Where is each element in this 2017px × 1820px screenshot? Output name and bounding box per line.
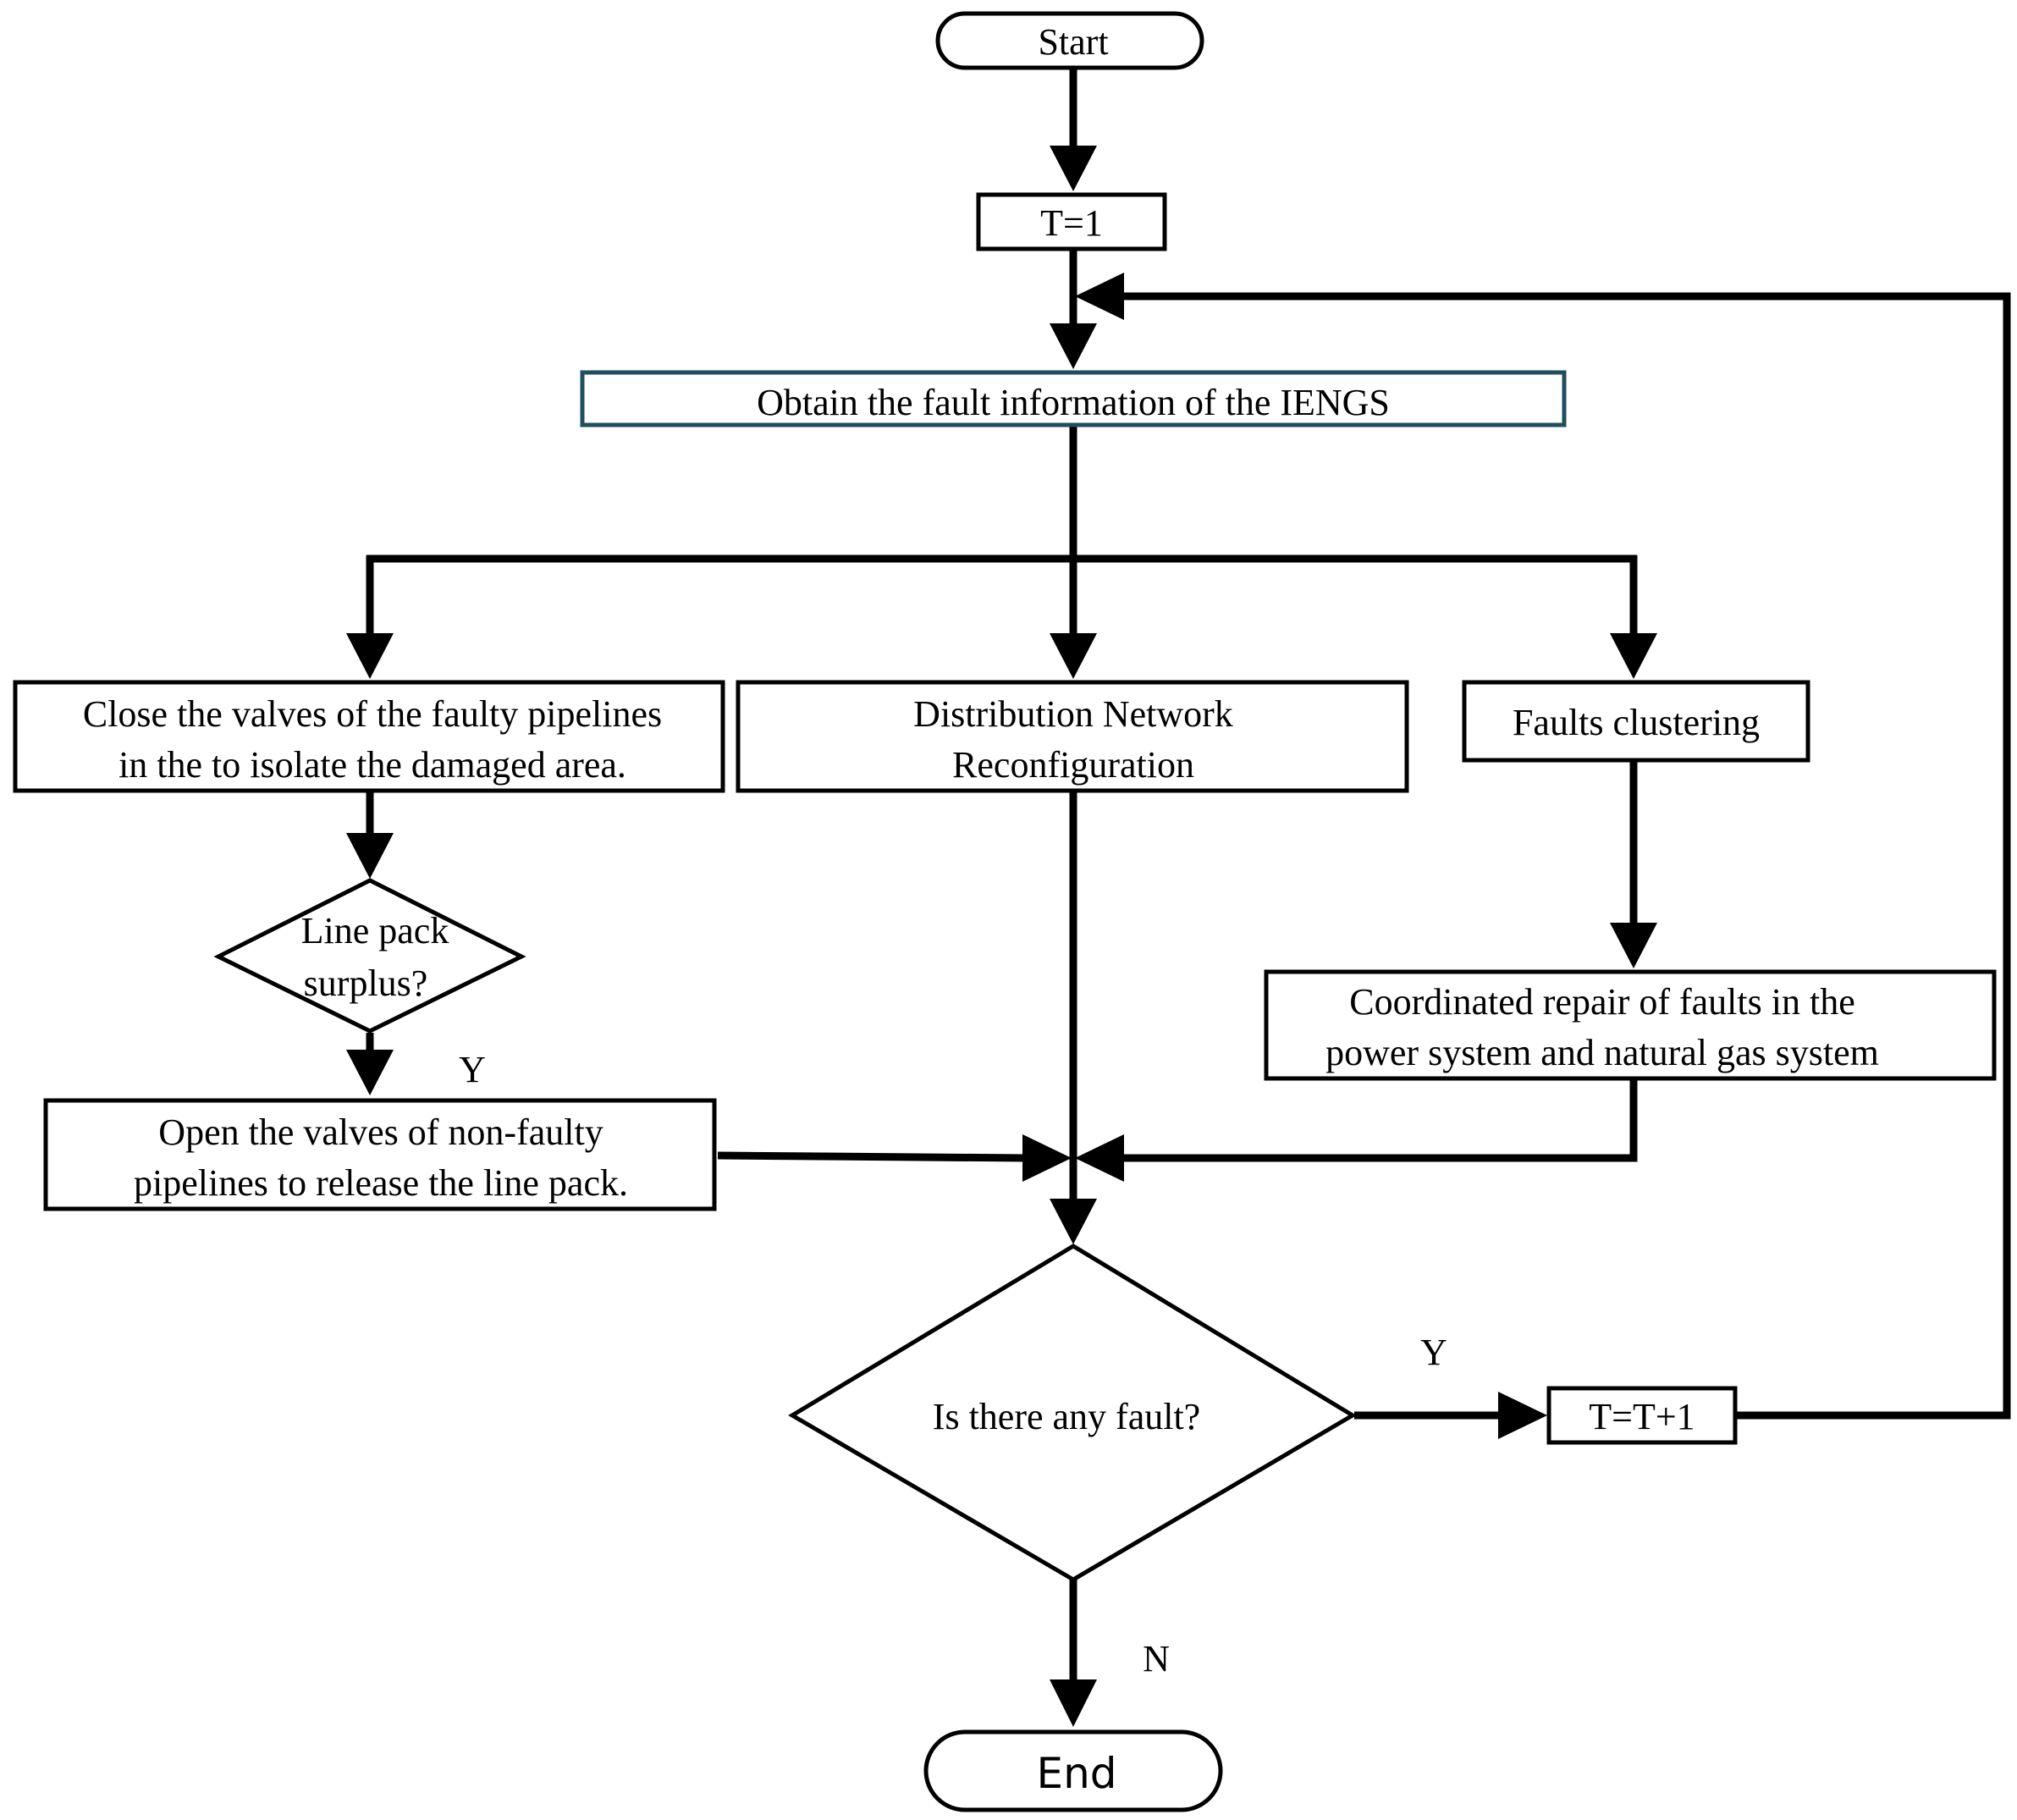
open-valves-line-2: pipelines to release the line pack.: [134, 1162, 628, 1204]
arrowhead-down: [1610, 633, 1657, 679]
open-valves-node: Open the valves of non-faulty pipelines …: [43, 1098, 717, 1211]
fault-decision-label: Is there any fault?: [933, 1396, 1200, 1437]
arrowhead-down: [346, 633, 394, 679]
coordinated-repair-node: Coordinated repair of faults in the powe…: [1264, 969, 1997, 1081]
arrowhead-down: [1610, 923, 1657, 968]
arrowheads: [346, 146, 1657, 1727]
arrowhead-down: [1050, 146, 1097, 191]
edge-open-to-merge: [717, 1151, 1027, 1162]
arrowhead-right: [1498, 1392, 1547, 1439]
t-init-label: T=1: [1040, 202, 1103, 244]
arrowhead-right: [1022, 1134, 1072, 1182]
arrowhead-down: [1050, 1679, 1097, 1727]
coordinated-repair-line-1: Coordinated repair of faults in the: [1349, 981, 1854, 1023]
decision-yes-label: Y: [1420, 1332, 1447, 1373]
start-label: Start: [1038, 21, 1108, 63]
line-pack-line-1: Line pack: [301, 910, 449, 951]
connectors: [366, 69, 2011, 1681]
faults-clustering-node: Faults clustering: [1462, 680, 1810, 763]
close-valves-line-2: in the to isolate the damaged area.: [118, 744, 626, 786]
start-node: Start: [935, 11, 1204, 70]
faults-clustering-label: Faults clustering: [1513, 702, 1760, 743]
line-pack-yes-label: Y: [459, 1049, 486, 1090]
end-label: End: [1036, 1749, 1116, 1798]
arrowhead-down: [1050, 323, 1097, 369]
distribution-reconfig-line-1: Distribution Network: [913, 693, 1233, 735]
line-pack-decision-node: Line pack surplus?: [213, 878, 526, 1034]
line-pack-line-2: surplus?: [304, 962, 428, 1004]
distribution-reconfig-line-2: Reconfiguration: [952, 744, 1194, 786]
end-node: End: [923, 1729, 1223, 1812]
decision-no-label: N: [1143, 1638, 1170, 1679]
edge-repair-to-merge: [1121, 1080, 1638, 1162]
obtain-fault-info-node: Obtain the fault information of the IENG…: [580, 370, 1567, 427]
fault-decision-node: Is there any fault?: [788, 1244, 1357, 1582]
obtain-fault-info-label: Obtain the fault information of the IENG…: [757, 382, 1390, 423]
distribution-reconfig-node: Distribution Network Reconfiguration: [736, 680, 1409, 793]
arrowhead-down: [1050, 633, 1097, 679]
coordinated-repair-line-2: power system and natural gas system: [1325, 1032, 1879, 1073]
arrowhead-left: [1075, 273, 1124, 320]
open-valves-line-1: Open the valves of non-faulty: [158, 1111, 603, 1153]
close-valves-line-1: Close the valves of the faulty pipelines: [83, 693, 662, 735]
t-init-node: T=1: [976, 192, 1167, 251]
close-valves-node: Close the valves of the faulty pipelines…: [13, 680, 725, 793]
arrowhead-down: [1050, 1199, 1097, 1244]
t-increment-label: T=T+1: [1589, 1396, 1695, 1437]
arrowhead-down: [346, 833, 394, 879]
arrowhead-down: [346, 1050, 394, 1095]
t-increment-node: T=T+1: [1546, 1386, 1738, 1445]
edge-feedback-loop: [1121, 292, 2011, 1420]
arrowhead-left: [1075, 1134, 1124, 1182]
